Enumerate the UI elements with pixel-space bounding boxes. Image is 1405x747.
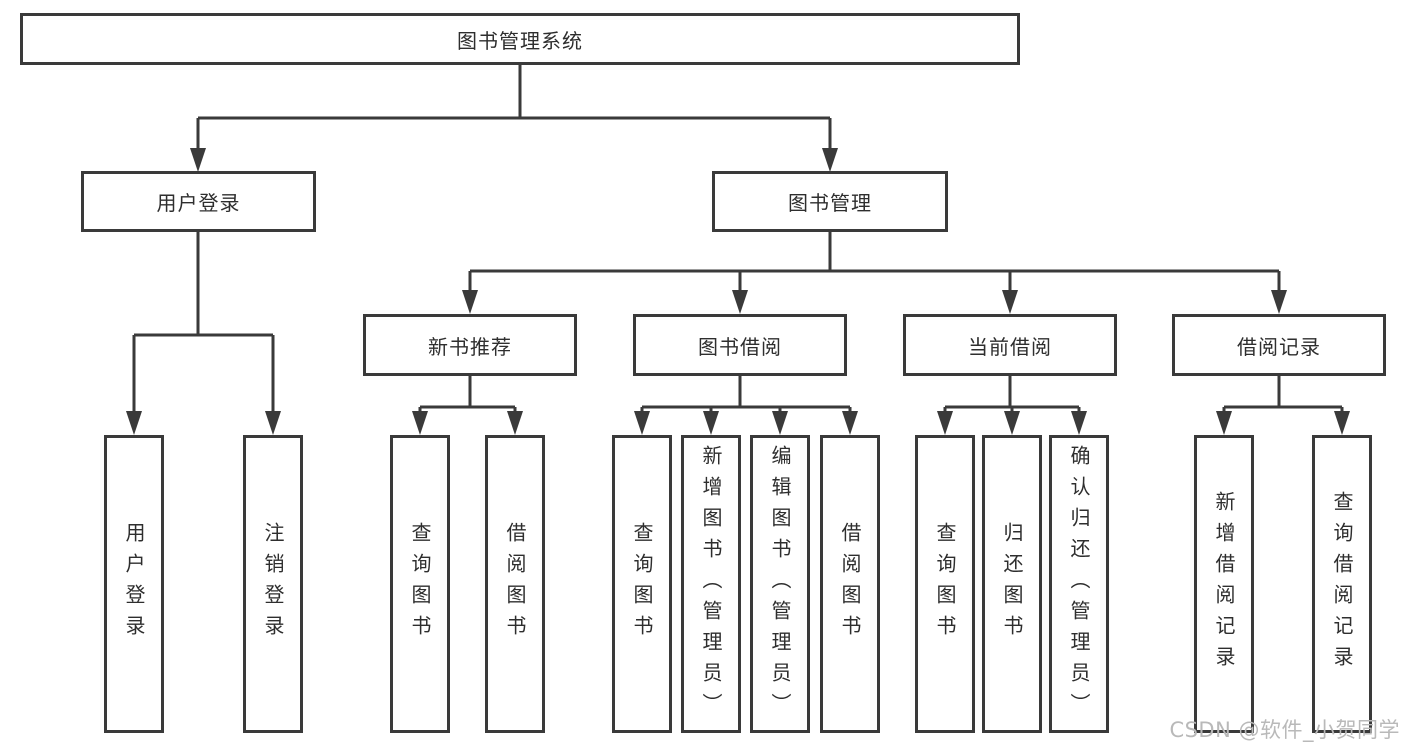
node-user-login: 用户登录 — [81, 171, 316, 232]
connector-book-management — [468, 232, 1281, 293]
leaf-br-add-books-admin: 新增图书（管理员） — [681, 435, 741, 733]
connector-root — [196, 65, 832, 152]
node-current-borrow: 当前借阅 — [903, 314, 1117, 376]
node-borrow-records: 借阅记录 — [1172, 314, 1386, 376]
leaf-cu-query-books: 查询图书 — [915, 435, 975, 733]
node-book-management: 图书管理 — [712, 171, 948, 232]
node-book-borrow: 图书借阅 — [633, 314, 847, 376]
leaf-nb-query-books: 查询图书 — [390, 435, 450, 733]
connector-borrow-records — [1222, 376, 1344, 414]
leaf-nb-borrow-books: 借阅图书 — [485, 435, 545, 733]
leaf-br-edit-books-admin: 编辑图书（管理员） — [750, 435, 810, 733]
leaf-cu-confirm-return-admin: 确认归还（管理员） — [1049, 435, 1109, 733]
leaf-cu-return-books: 归还图书 — [982, 435, 1042, 733]
leaf-user-login: 用户登录 — [104, 435, 164, 733]
node-book-management-system: 图书管理系统 — [20, 13, 1020, 65]
leaf-logout: 注销登录 — [243, 435, 303, 733]
connector-user-login — [132, 232, 275, 414]
leaf-re-add-borrow-record: 新增借阅记录 — [1194, 435, 1254, 733]
leaf-re-query-borrow-record: 查询借阅记录 — [1312, 435, 1372, 733]
connector-new-book-recommend — [418, 376, 517, 414]
csdn-watermark: CSDN @软件_小贺同学 — [1169, 718, 1400, 742]
node-new-book-recommend: 新书推荐 — [363, 314, 577, 376]
connector-current-borrow — [943, 376, 1081, 414]
leaf-br-borrow-books: 借阅图书 — [820, 435, 880, 733]
connector-book-borrow — [640, 376, 852, 414]
leaf-br-query-books: 查询图书 — [612, 435, 672, 733]
